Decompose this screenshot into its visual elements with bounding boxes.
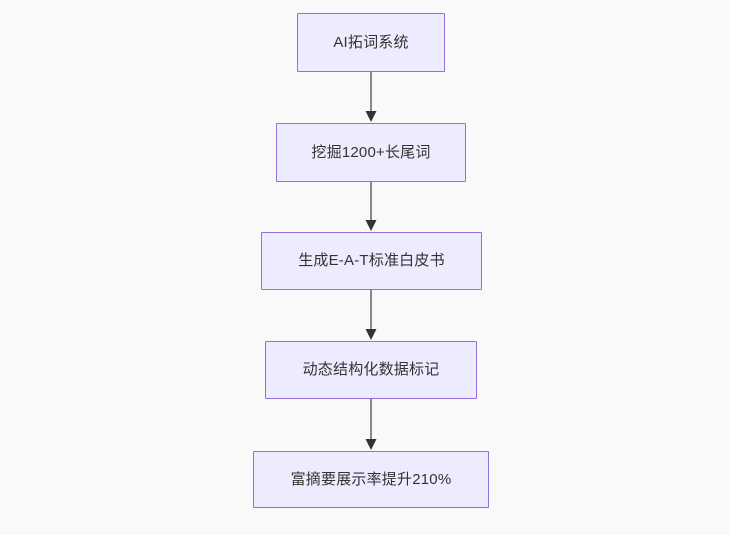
flow-node-label: 挖掘1200+长尾词 (311, 143, 431, 161)
flow-node-label: AI拓词系统 (333, 33, 409, 51)
flow-node-mine-longtail-keywords[interactable]: 挖掘1200+长尾词 (276, 123, 466, 182)
flow-node-label: 富摘要展示率提升210% (290, 470, 452, 488)
flow-node-label: 生成E-A-T标准白皮书 (298, 252, 445, 269)
edge-n1-n2 (365, 72, 377, 122)
flow-node-ai-keyword-system[interactable]: AI拓词系统 (297, 13, 445, 72)
edge-n4-n5 (365, 399, 377, 450)
flow-node-generate-eat-whitepaper[interactable]: 生成E-A-T标准白皮书 (261, 232, 482, 290)
flow-node-rich-snippet-rate-increase[interactable]: 富摘要展示率提升210% (253, 451, 489, 508)
edge-n2-n3 (365, 182, 377, 231)
edge-n3-n4 (365, 290, 377, 340)
flow-node-dynamic-structured-data-markup[interactable]: 动态结构化数据标记 (265, 341, 477, 399)
flow-node-label: 动态结构化数据标记 (302, 361, 440, 378)
